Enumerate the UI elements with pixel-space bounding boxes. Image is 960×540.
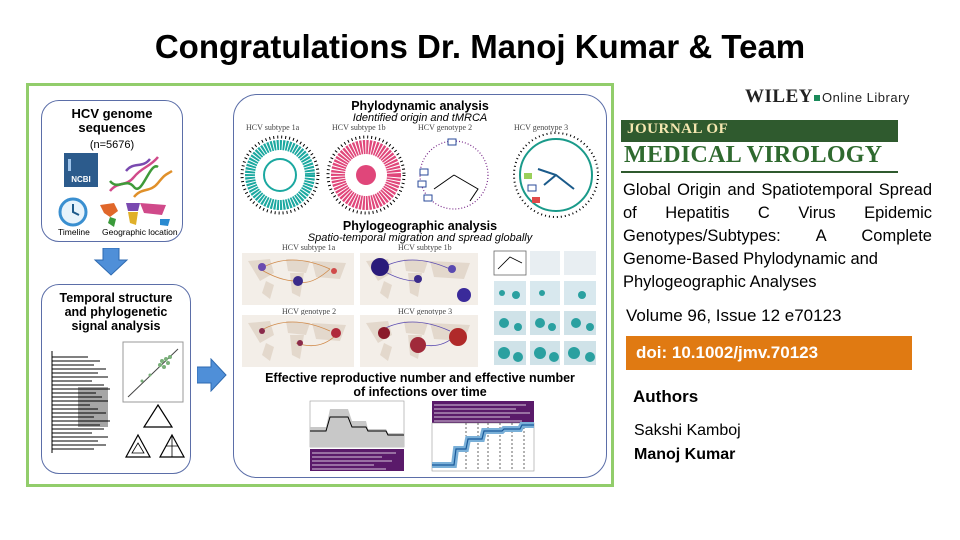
dna-icon [109, 156, 173, 198]
article-title-last-line: Phylogeographic Analyses [623, 273, 817, 291]
phylogeographic-title: Phylogeographic analysis [342, 219, 498, 233]
infections-plot-image [431, 401, 535, 472]
likelihood-mapping-image [124, 403, 186, 458]
panel2-title-line3: signal analysis [71, 319, 161, 333]
map-label-2: HCV genotype 2 [282, 307, 337, 316]
tree-label-2: HCV genotype 2 [418, 123, 473, 132]
graphical-abstract: HCV genome sequences (n=5676) NCBI [26, 83, 614, 487]
tree-1a [240, 135, 320, 215]
world-map-icon [100, 203, 170, 227]
volume-issue: Volume 96, Issue 12 e70123 [626, 306, 842, 325]
doi-banner [626, 336, 912, 370]
tree-label-1b: HCV subtype 1b [332, 123, 386, 132]
phylogenetic-tree-image [51, 351, 110, 453]
right-arrow-icon [197, 358, 227, 392]
phylogeographic-subtitle: Spatio-temporal migration and spread glo… [307, 232, 533, 244]
map-label-1b: HCV subtype 1b [398, 243, 452, 252]
tree-1b [326, 135, 406, 215]
author-name-highlighted: Manoj Kumar [634, 446, 736, 463]
panel1-title-line2: sequences [78, 120, 146, 135]
phylodynamic-subtitle: Identified origin and tMRCA [352, 112, 488, 124]
journal-banner [621, 120, 898, 142]
panel2-title-line2: and phylogenetic [64, 305, 168, 319]
article-title: Global Origin and Spatiotemporal Spread … [623, 179, 932, 294]
clock-icon [58, 197, 88, 227]
analysis-panel: Phylodynamic analysis Identified origin … [233, 94, 607, 478]
map-label-3: HCV genotype 3 [398, 307, 453, 316]
re-title-line1: Effective reproductive number and effect… [265, 371, 575, 385]
circular-trees-image [240, 132, 599, 218]
tree-2 [417, 138, 489, 210]
phylodynamic-title: Phylodynamic analysis [351, 99, 489, 113]
tree-3 [513, 132, 599, 218]
root-to-tip-scatter-image [122, 341, 184, 403]
authors-heading: Authors [633, 387, 699, 406]
panel1-title-line1: HCV genome [71, 106, 153, 121]
reproductive-number-plot-image [309, 400, 405, 471]
wiley-logo: WILEY Online Library [745, 86, 910, 108]
migration-maps-image [242, 253, 478, 367]
wiley-dot-icon [813, 94, 820, 101]
sequence-count: (n=5676) [89, 139, 135, 151]
doi-link[interactable]: doi: 10.1002/jmv.70123 [636, 343, 819, 362]
spread-maps-grid-image [493, 250, 596, 365]
tree-label-3: HCV genotype 3 [514, 123, 569, 132]
journal-name-line2: MEDICAL VIROLOGY [624, 142, 883, 168]
temporal-structure-panel: Temporal structure and phylogenetic sign… [41, 284, 191, 474]
wiley-wordmark: WILEY [745, 86, 813, 107]
journal-underline [621, 171, 898, 173]
map-label-1a: HCV subtype 1a [282, 243, 336, 252]
panel2-title-line1: Temporal structure [59, 291, 173, 305]
tree-label-1a: HCV subtype 1a [246, 123, 300, 132]
online-library-label: Online Library [821, 90, 910, 105]
timeline-label: Timeline [58, 227, 90, 237]
down-arrow-icon [93, 248, 129, 276]
geographic-label: Geographic location [102, 227, 178, 237]
journal-name-line1: JOURNAL OF [627, 121, 729, 137]
author-name: Sakshi Kamboj [634, 422, 741, 439]
genome-sequences-panel: HCV genome sequences (n=5676) NCBI [41, 100, 183, 242]
page-title: Congratulations Dr. Manoj Kumar & Team [154, 28, 806, 65]
re-title-line2: of infections over time [353, 385, 487, 399]
ncbi-label: NCBI [71, 175, 91, 184]
ncbi-logo: NCBI [64, 153, 98, 187]
article-title-main: Global Origin and Spatiotemporal Spread … [623, 181, 932, 268]
